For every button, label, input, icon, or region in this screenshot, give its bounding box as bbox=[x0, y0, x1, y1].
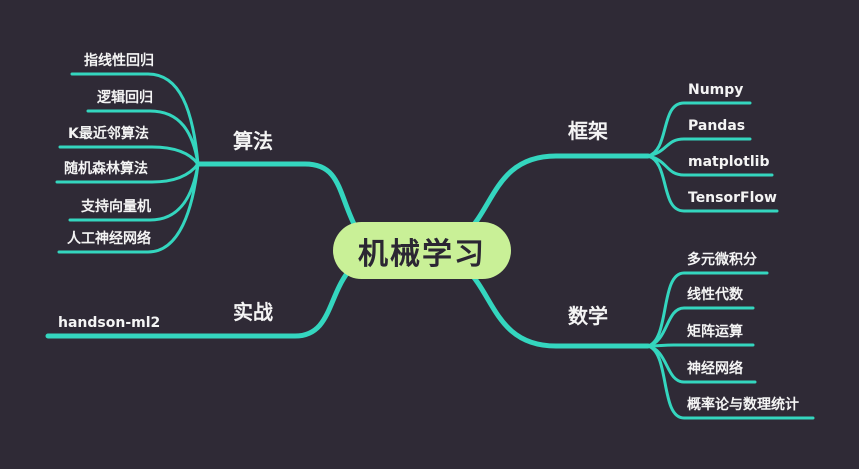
branch-label-frameworks[interactable]: 框架 bbox=[568, 119, 608, 143]
topic-random-forest[interactable]: 随机森林算法 bbox=[64, 161, 148, 177]
topic-line-knn bbox=[58, 145, 200, 166]
topic-line-ann bbox=[57, 162, 200, 254]
topic-handson-ml2[interactable]: handson-ml2 bbox=[58, 315, 161, 331]
topic-line-numpy bbox=[646, 101, 752, 158]
topic-line-calculus bbox=[646, 271, 769, 348]
branch-line-algorithms bbox=[195, 161, 361, 235]
branch-line-practice bbox=[45, 269, 351, 339]
topic-line-random-forest bbox=[55, 162, 200, 184]
topic-line-linear-algebra bbox=[646, 306, 755, 348]
topic-numpy[interactable]: Numpy bbox=[688, 82, 744, 98]
root-topic-label: 机械学习 bbox=[358, 236, 486, 272]
topic-line-probability bbox=[646, 344, 815, 420]
topic-probability-statistics[interactable]: 概率论与数理统计 bbox=[687, 397, 799, 413]
topic-tensorflow[interactable]: TensorFlow bbox=[688, 190, 777, 206]
branch-label-math[interactable]: 数学 bbox=[568, 304, 608, 328]
topic-logistic-regression[interactable]: 逻辑回归 bbox=[97, 90, 153, 106]
topic-line-linear-regression bbox=[70, 72, 200, 166]
topic-line-pandas bbox=[646, 137, 752, 158]
topic-knn[interactable]: K最近邻算法 bbox=[68, 126, 149, 142]
topic-pandas[interactable]: Pandas bbox=[688, 118, 746, 134]
topic-matrix-operations[interactable]: 矩阵运算 bbox=[687, 324, 743, 340]
topic-multivariable-calculus[interactable]: 多元微积分 bbox=[687, 252, 757, 268]
branch-label-algorithms[interactable]: 算法 bbox=[233, 129, 273, 153]
topic-linear-algebra[interactable]: 线性代数 bbox=[687, 287, 743, 303]
topic-line-tensorflow bbox=[646, 154, 779, 213]
branch-label-practice[interactable]: 实战 bbox=[233, 300, 273, 324]
topic-line-matrix bbox=[646, 343, 755, 348]
topic-neural-networks[interactable]: 神经网络 bbox=[687, 361, 743, 377]
topic-matplotlib[interactable]: matplotlib bbox=[688, 154, 770, 170]
topic-linear-regression[interactable]: 指线性回归 bbox=[84, 53, 154, 69]
topic-line-logistic-regression bbox=[86, 109, 200, 166]
root-topic[interactable]: 机械学习 bbox=[333, 222, 511, 279]
topic-ann[interactable]: 人工神经网络 bbox=[67, 231, 151, 247]
topic-svm[interactable]: 支持向量机 bbox=[81, 199, 151, 215]
